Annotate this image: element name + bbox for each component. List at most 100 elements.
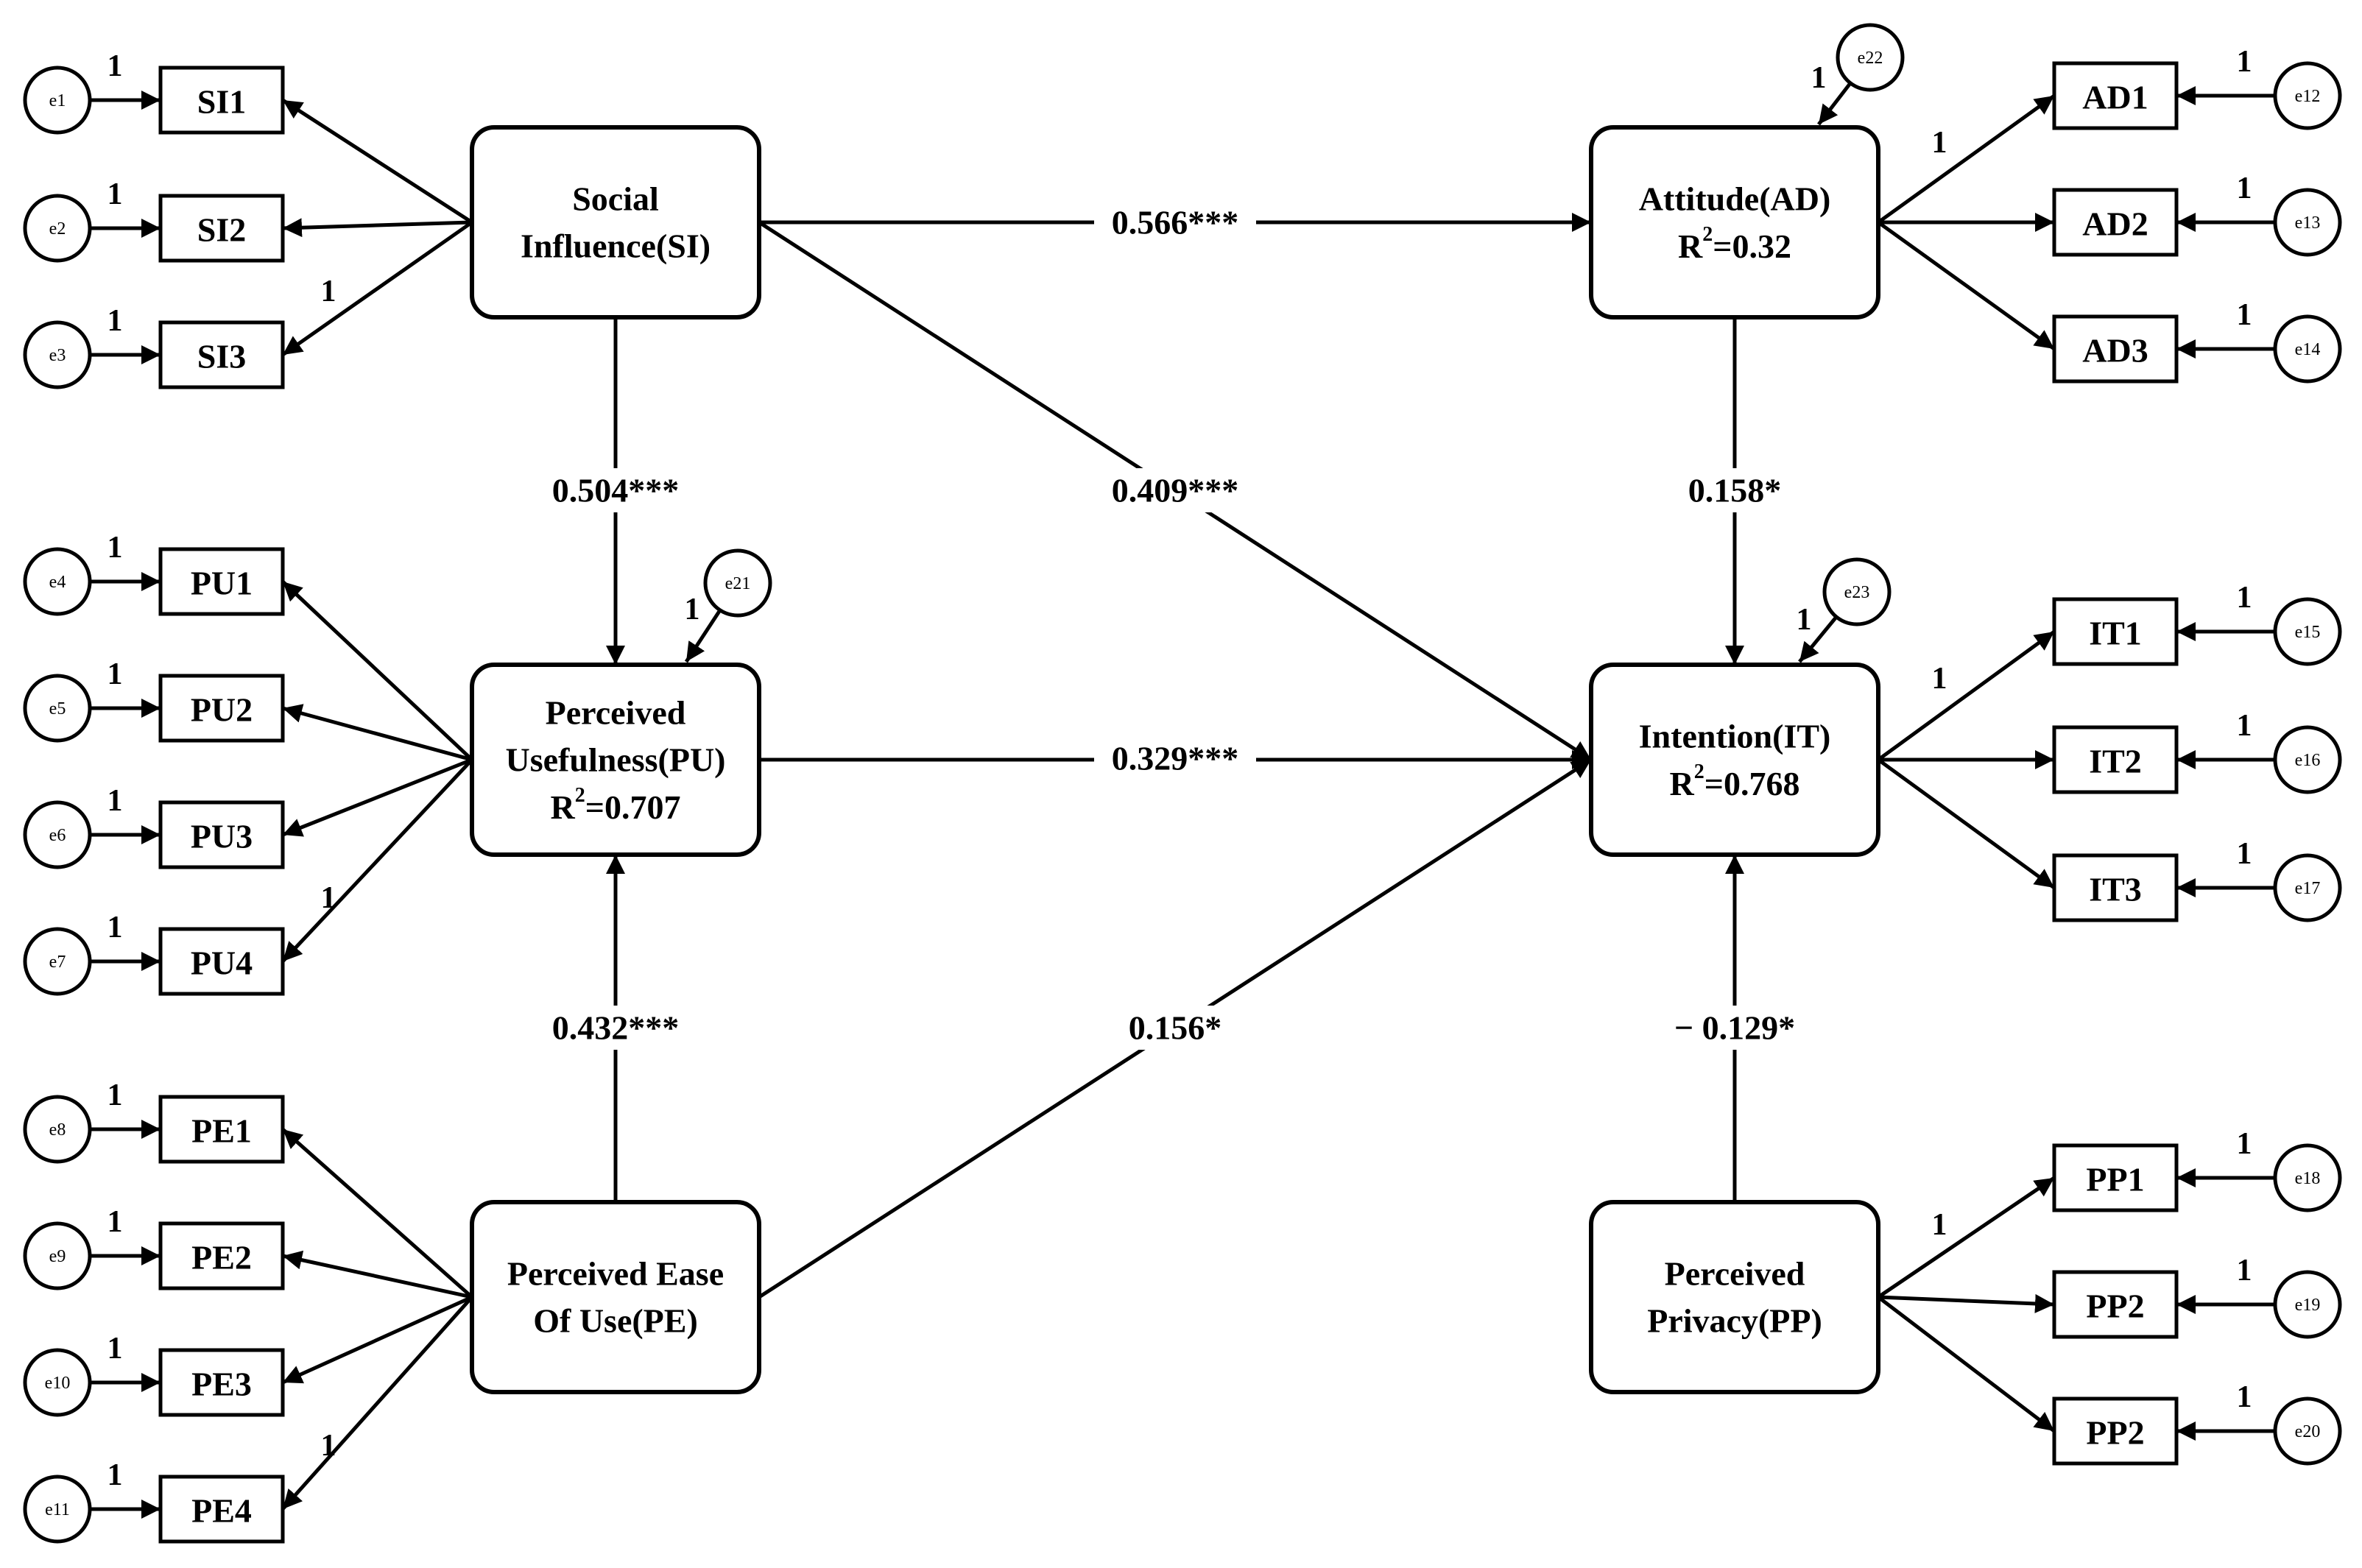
error-loading-one: 1 (2237, 45, 2252, 79)
loading-arrow-pu4 (281, 758, 473, 963)
error-e17-label: e17 (2295, 879, 2321, 898)
indicator-pe3-label: PE3 (191, 1366, 252, 1403)
loading-arrow-pe2 (282, 1250, 473, 1299)
indicator-pu2 (158, 674, 285, 743)
r2-superscript: 2 (1702, 223, 1713, 246)
error-e20 (2273, 1396, 2342, 1466)
loading-arrow-pe3 (281, 1295, 473, 1385)
construct-pe (470, 1200, 761, 1394)
path-pe-pu-coefficient: 0.432*** (552, 1009, 680, 1047)
path-si-ad-label-bg (1094, 200, 1256, 244)
error-e19 (2273, 1270, 2342, 1339)
loading-arrow-pp1 (1877, 1176, 2056, 1299)
indicator-ad1 (2052, 61, 2179, 130)
error-e6-label: e6 (49, 826, 66, 845)
disturbance-e23-arrow (1798, 615, 1839, 663)
indicator-si2 (158, 194, 285, 263)
error-e4-label: e4 (49, 573, 66, 592)
indicator-si1 (158, 66, 285, 135)
r2-superscript: 2 (1694, 760, 1704, 783)
error-e4 (23, 547, 92, 616)
error-e18 (2273, 1143, 2342, 1212)
indicator-pp2 (2052, 1270, 2179, 1339)
error-e17 (2273, 853, 2342, 922)
indicator-si3-label: SI3 (197, 338, 246, 375)
indicator-pp1-label: PP1 (2086, 1161, 2144, 1198)
error-loading-one: 1 (107, 49, 123, 83)
loading-arrow-pp2 (1878, 1293, 2055, 1313)
path-pp-it-label-bg (1654, 1006, 1816, 1050)
error-e12-label: e12 (2295, 87, 2321, 106)
error-e11 (23, 1475, 92, 1544)
labels-layer: SocialInfluence(SI)PerceivedUsefulness(P… (45, 45, 2321, 1530)
error-e5-label: e5 (49, 699, 66, 718)
error-loading-one: 1 (107, 177, 123, 211)
indicator-pe1 (158, 1095, 285, 1164)
path-si-ad-coefficient: 0.566*** (1112, 204, 1239, 241)
construct-it-label: Intention(IT) (1639, 718, 1831, 755)
error-e15-label: e15 (2295, 623, 2321, 642)
loading-fixed-one: 1 (321, 1429, 336, 1463)
error-e11-label: e11 (45, 1500, 70, 1519)
indicator-pu3 (158, 800, 285, 869)
error-e16-label: e16 (2295, 751, 2321, 770)
error-e5 (23, 674, 92, 743)
error-loading-one: 1 (2237, 709, 2252, 743)
construct-si-label: Influence(SI) (521, 227, 711, 265)
construct-pp-label: Privacy(PP) (1647, 1302, 1822, 1340)
indicator-si3 (158, 320, 285, 389)
error-loading-one: 1 (2237, 581, 2252, 615)
error-loading-one: 1 (2237, 1254, 2252, 1288)
error-e3 (23, 320, 92, 389)
construct-it (1589, 663, 1880, 857)
error-e12 (2273, 61, 2342, 130)
shapes-layer (23, 23, 2342, 1544)
indicator-pu1-label: PU1 (191, 565, 253, 602)
error-loading-one: 1 (2237, 1127, 2252, 1161)
error-loading-one: 1 (2237, 837, 2252, 871)
error-loading-one: 1 (107, 657, 123, 691)
indicator-pe2 (158, 1221, 285, 1290)
construct-si-label: Social (572, 180, 659, 218)
path-pp-it-coefficient: − 0.129* (1674, 1009, 1795, 1047)
disturbance-e23-label: e23 (1844, 583, 1870, 602)
error-loading-one: 1 (107, 911, 123, 944)
r2-superscript: 2 (575, 784, 585, 807)
error-e18-label: e18 (2295, 1169, 2321, 1188)
error-e13-label: e13 (2295, 213, 2321, 233)
construct-pe-label: Perceived Ease (507, 1255, 724, 1293)
loading-arrow-si1 (281, 98, 473, 225)
error-e20-label: e20 (2295, 1422, 2321, 1441)
r2-symbol: R (1678, 227, 1703, 265)
path-pu-it-label-bg (1094, 736, 1256, 780)
error-loading-one: 1 (2237, 172, 2252, 205)
loading-arrow-pu1 (281, 580, 473, 761)
connections-layer (90, 82, 2275, 1519)
error-e2-label: e2 (49, 219, 66, 239)
error-e1-label: e1 (49, 91, 66, 110)
error-e14-label: e14 (2295, 340, 2321, 359)
construct-it-r2: R2=0.768 (1670, 760, 1800, 802)
loading-arrow-ad3 (1877, 220, 2056, 351)
indicator-it3-label: IT3 (2089, 871, 2142, 908)
indicator-pe1-label: PE1 (191, 1112, 252, 1150)
indicator-pe2-label: PE2 (191, 1239, 252, 1276)
loading-arrow-it3 (1877, 757, 2056, 890)
error-e13 (2273, 188, 2342, 257)
error-e6 (23, 800, 92, 869)
indicator-pu1 (158, 547, 285, 616)
disturbance-e22-loading-one: 1 (1811, 61, 1827, 95)
loading-arrow-ad1 (1877, 93, 2056, 225)
loading-fixed-one: 1 (1932, 126, 1947, 160)
construct-ad-label: Attitude(AD) (1639, 180, 1831, 218)
disturbance-e21-loading-one: 1 (685, 593, 700, 626)
loading-fixed-one: 1 (321, 881, 336, 915)
error-e15 (2273, 597, 2342, 666)
path-ad-it-label-bg (1672, 468, 1797, 512)
indicator-pe3 (158, 1348, 285, 1417)
indicator-it2-label: IT2 (2089, 743, 2142, 780)
error-loading-one: 1 (107, 531, 123, 565)
indicator-pu3-label: PU3 (191, 818, 253, 855)
disturbance-e22-arrow (1817, 82, 1852, 126)
error-e19-label: e19 (2295, 1296, 2321, 1315)
